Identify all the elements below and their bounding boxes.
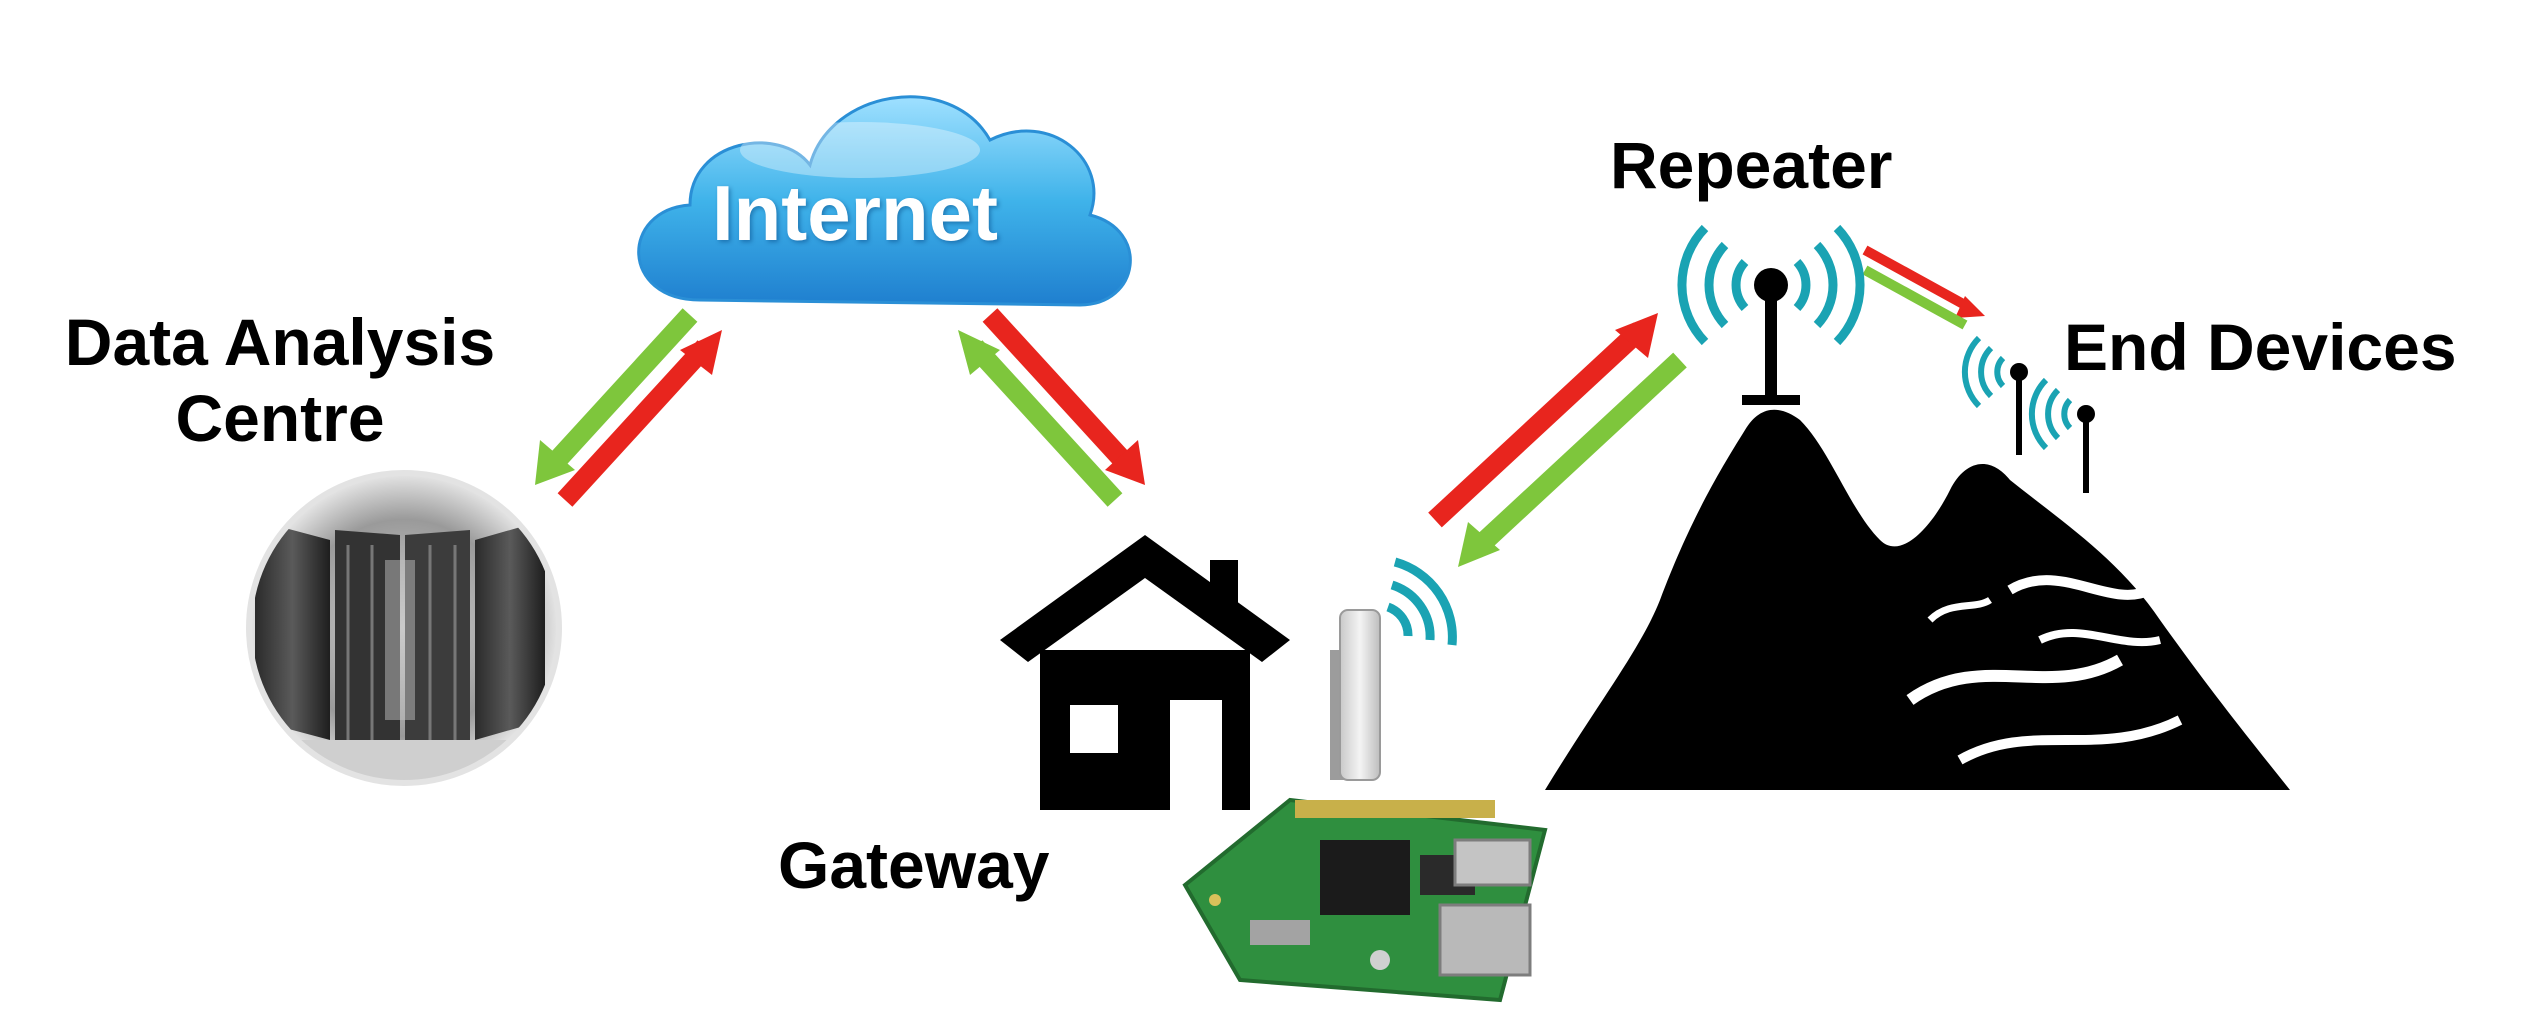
end-device-antenna-icon bbox=[1961, 335, 2095, 493]
repeater-antenna-icon bbox=[1677, 224, 1865, 405]
gateway-label: Gateway bbox=[778, 828, 1050, 902]
raspberry-pi-icon bbox=[1182, 797, 1548, 1003]
arrows-internet-gateway bbox=[958, 308, 1145, 507]
internet-label: Internet bbox=[711, 169, 999, 257]
arrows-repeater-enddevices bbox=[1862, 245, 1985, 330]
end-devices-label: End Devices bbox=[2064, 310, 2457, 384]
arrows-gateway-repeater bbox=[1428, 313, 1687, 567]
cloud-icon bbox=[637, 95, 1132, 307]
data-analysis-label-line1: Data Analysis bbox=[64, 305, 496, 379]
antenna-icon bbox=[1330, 557, 1457, 781]
arrows-datacentre-internet bbox=[535, 308, 722, 507]
data-analysis-centre-label: Data Analysis Centre bbox=[0, 305, 560, 457]
repeater-label: Repeater bbox=[1610, 128, 1893, 202]
mountain-icon bbox=[1545, 409, 2290, 790]
house-icon bbox=[1000, 535, 1290, 810]
data-analysis-label-line2: Centre bbox=[175, 380, 385, 455]
server-room-icon bbox=[246, 470, 562, 786]
